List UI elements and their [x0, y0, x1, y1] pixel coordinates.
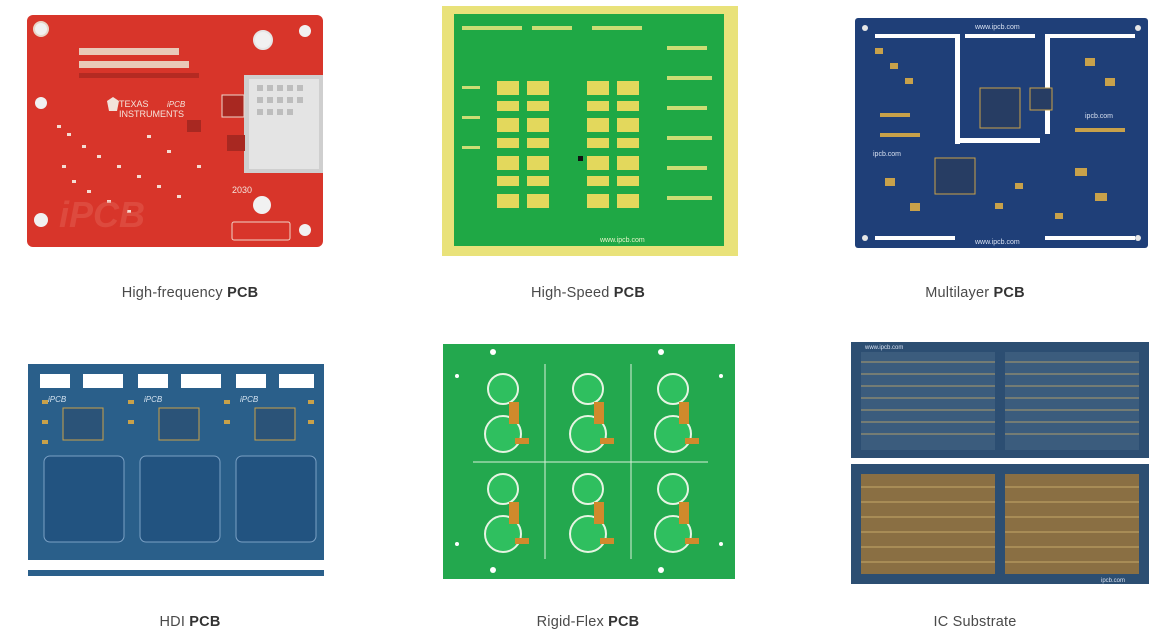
svg-text:INSTRUMENTS: INSTRUMENTS	[119, 109, 184, 119]
green-rigid-flex-panel-image[interactable]	[443, 344, 735, 579]
product-caption[interactable]: HDI PCB	[0, 614, 380, 630]
blue-hdi-pcb-panel-image[interactable]: iPCB iPCB iPCB	[28, 360, 324, 588]
blue-pcb-board-image[interactable]: www.ipcb.com ipcb.com ipcb.com www.ipcb.…	[855, 18, 1148, 248]
product-card-rigid-flex[interactable]: Rigid-Flex PCB	[398, 318, 778, 637]
blue-pcb-svg: www.ipcb.com ipcb.com ipcb.com www.ipcb.…	[855, 18, 1148, 248]
svg-text:www.ipcb.com: www.ipcb.com	[599, 237, 645, 244]
svg-text:www.ipcb.com: www.ipcb.com	[974, 239, 1020, 246]
product-name: Rigid-Flex	[536, 614, 604, 630]
product-name: IC Substrate	[933, 614, 1017, 630]
product-suffix: PCB	[993, 285, 1025, 301]
ic-substrate-panel-image[interactable]: www.ipcb.com ipcb.com	[851, 342, 1149, 584]
product-card-high-speed[interactable]: www.ipcb.com High-Speed PCB	[398, 0, 778, 318]
green-yellow-pcb-board-image[interactable]: www.ipcb.com	[442, 6, 738, 256]
product-name: High-Speed	[530, 285, 610, 301]
ic-substrate-svg: www.ipcb.com ipcb.com	[851, 342, 1149, 584]
svg-text:iPCB: iPCB	[48, 395, 67, 404]
svg-text:ipcb.com: ipcb.com	[1101, 578, 1125, 584]
product-name: Multilayer	[925, 285, 990, 301]
svg-text:TEXAS: TEXAS	[119, 99, 149, 109]
svg-text:www.ipcb.com: www.ipcb.com	[864, 345, 903, 351]
red-pcb-svg: TEXAS INSTRUMENTS iPCB 2030 iPCB	[27, 15, 323, 247]
product-caption[interactable]: High-frequency PCB	[0, 285, 380, 301]
product-card-high-frequency[interactable]: TEXAS INSTRUMENTS iPCB 2030 iPCB High-fr…	[0, 0, 380, 318]
product-suffix: PCB	[189, 614, 221, 630]
svg-text:2030: 2030	[232, 185, 252, 195]
product-suffix: PCB	[613, 285, 646, 301]
product-card-ic-substrate[interactable]: www.ipcb.com ipcb.com IC Substrate	[785, 318, 1165, 637]
svg-text:ipcb.com: ipcb.com	[873, 151, 901, 158]
product-suffix: PCB	[227, 285, 259, 301]
product-caption[interactable]: High-Speed PCB	[398, 285, 778, 301]
svg-text:iPCB: iPCB	[59, 194, 145, 235]
green-pcb-svg: www.ipcb.com	[442, 6, 738, 256]
hdi-pcb-svg: iPCB iPCB iPCB	[28, 360, 324, 588]
product-card-hdi[interactable]: iPCB iPCB iPCB HDI PCB	[0, 318, 380, 637]
svg-text:iPCB: iPCB	[144, 395, 163, 404]
product-name: High-frequency	[121, 285, 223, 301]
rigid-flex-svg	[443, 344, 735, 579]
svg-text:ipcb.com: ipcb.com	[1085, 113, 1113, 120]
product-caption[interactable]: Rigid-Flex PCB	[398, 614, 778, 630]
product-caption[interactable]: Multilayer PCB	[785, 285, 1165, 301]
product-card-multilayer[interactable]: www.ipcb.com ipcb.com ipcb.com www.ipcb.…	[785, 0, 1165, 318]
svg-text:iPCB: iPCB	[167, 100, 186, 109]
product-suffix: PCB	[608, 614, 640, 630]
svg-text:iPCB: iPCB	[240, 395, 259, 404]
red-pcb-board-image[interactable]: TEXAS INSTRUMENTS iPCB 2030 iPCB	[27, 15, 323, 247]
svg-text:www.ipcb.com: www.ipcb.com	[974, 24, 1020, 31]
product-caption[interactable]: IC Substrate	[785, 614, 1165, 630]
product-name: HDI	[159, 614, 186, 630]
